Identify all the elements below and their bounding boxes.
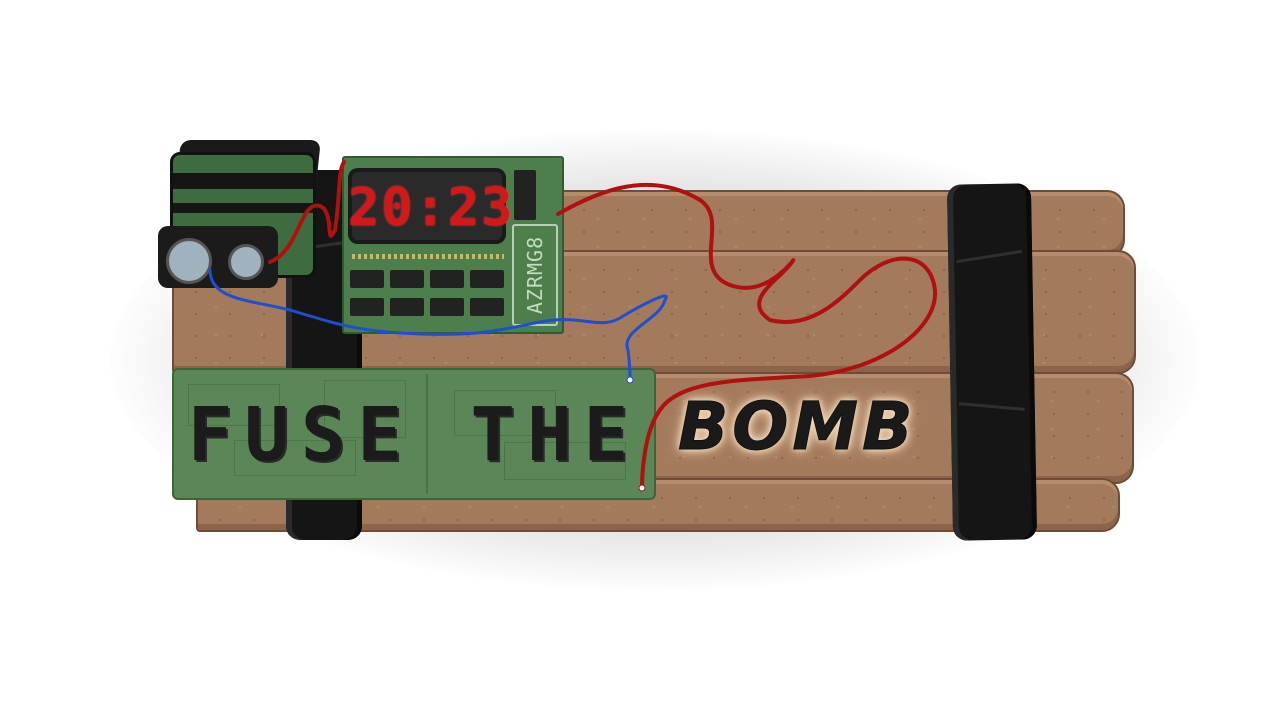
- red-wire: [556, 182, 938, 490]
- timer-display: 20:23: [348, 168, 515, 244]
- game-title-primary: FUSE THE: [187, 392, 641, 478]
- timer-digits: 20:23: [348, 178, 515, 238]
- wire-end-blue: [626, 376, 634, 384]
- battery-terminal: [228, 244, 264, 280]
- chip-label: AZRMG8: [512, 224, 558, 326]
- title-circuit-board: FUSE THE: [172, 368, 656, 500]
- battery-terminal: [166, 238, 212, 284]
- wire-end-red: [638, 484, 646, 492]
- red-wire: [268, 160, 346, 264]
- game-title-bomb: BOMB: [678, 388, 917, 466]
- blue-wire: [208, 268, 668, 382]
